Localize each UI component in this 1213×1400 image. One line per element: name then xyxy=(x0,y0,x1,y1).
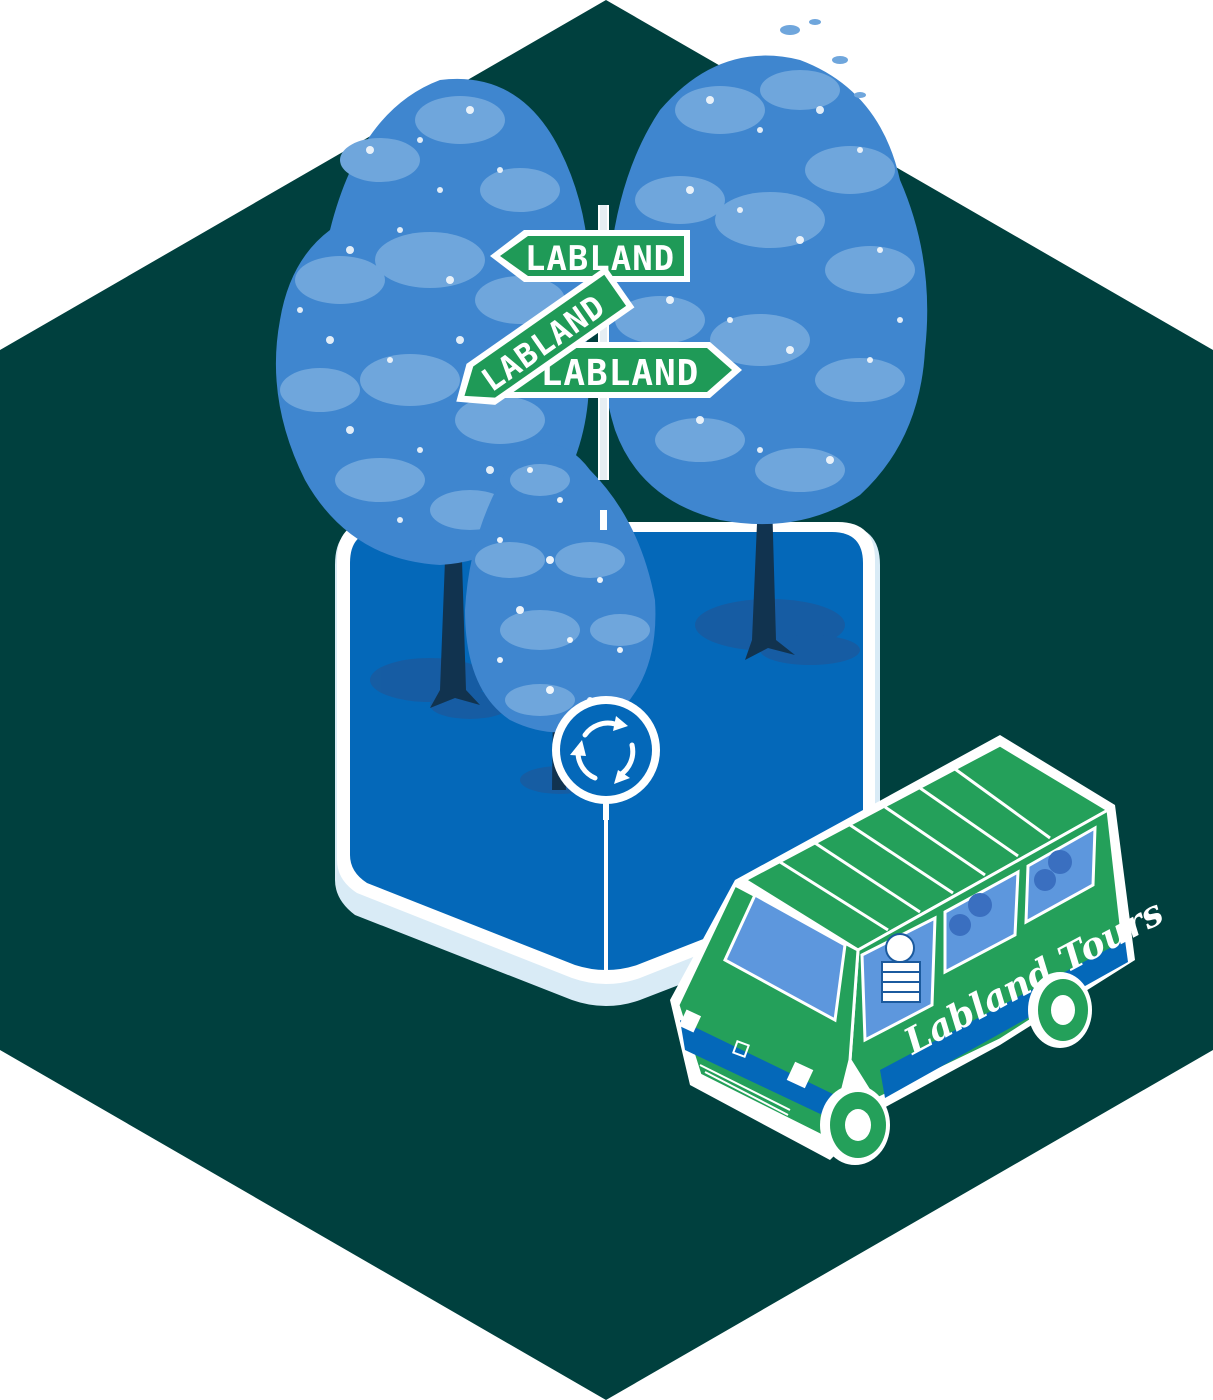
van: Labland Tours xyxy=(670,735,1170,1165)
direction-sign-1: LABLAND xyxy=(490,230,690,282)
tree-middle xyxy=(465,443,656,733)
sign-3-label: LABLAND xyxy=(541,353,700,394)
driver xyxy=(881,933,921,1003)
tree-right xyxy=(601,19,928,525)
van-wheel-front xyxy=(820,1085,890,1165)
van-wheel-rear xyxy=(1028,972,1092,1048)
direction-sign-3: LABLAND xyxy=(505,342,742,398)
roundabout-sign xyxy=(552,696,660,820)
tree-left xyxy=(275,78,590,565)
